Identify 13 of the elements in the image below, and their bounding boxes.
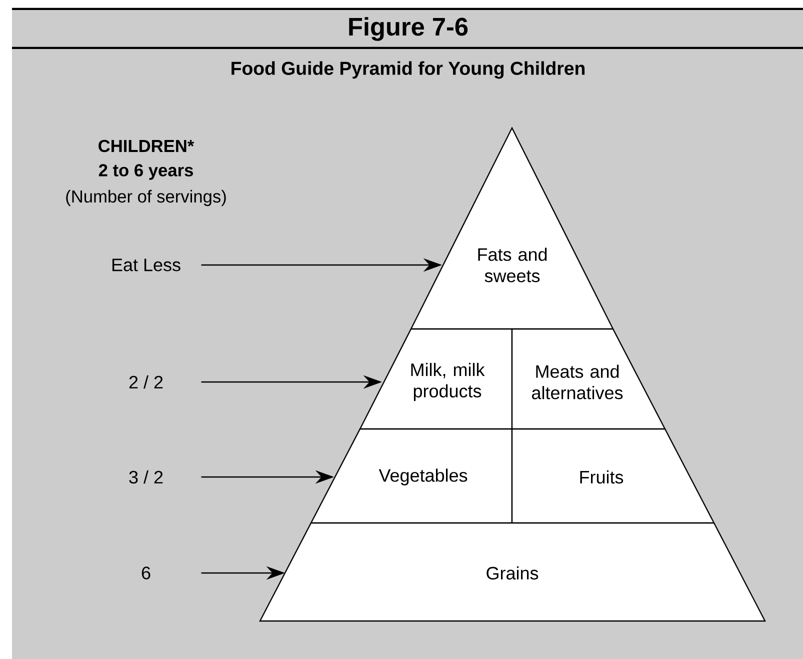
heading: 2 to 6 years — [98, 164, 193, 180]
subtitle: Food Guide Pyramid for Young Children — [232, 61, 585, 79]
serving-label: Eat Less — [112, 258, 180, 272]
serving-label: 6 — [142, 566, 150, 580]
figure-title: Figure 7-6 — [349, 17, 468, 41]
pyramid-section: Meats and alternatives — [511, 328, 666, 430]
pyramid-section: Fruits — [511, 428, 715, 524]
note: (Number of servings) — [66, 190, 226, 206]
serving-label: 2 / 2 — [129, 375, 163, 389]
serving-label: 3 / 2 — [129, 470, 163, 484]
pyramid-section: Milk, milk products — [359, 328, 513, 430]
pyramid-section: Vegetables — [310, 428, 513, 524]
heading: CHILDREN* — [98, 140, 194, 152]
